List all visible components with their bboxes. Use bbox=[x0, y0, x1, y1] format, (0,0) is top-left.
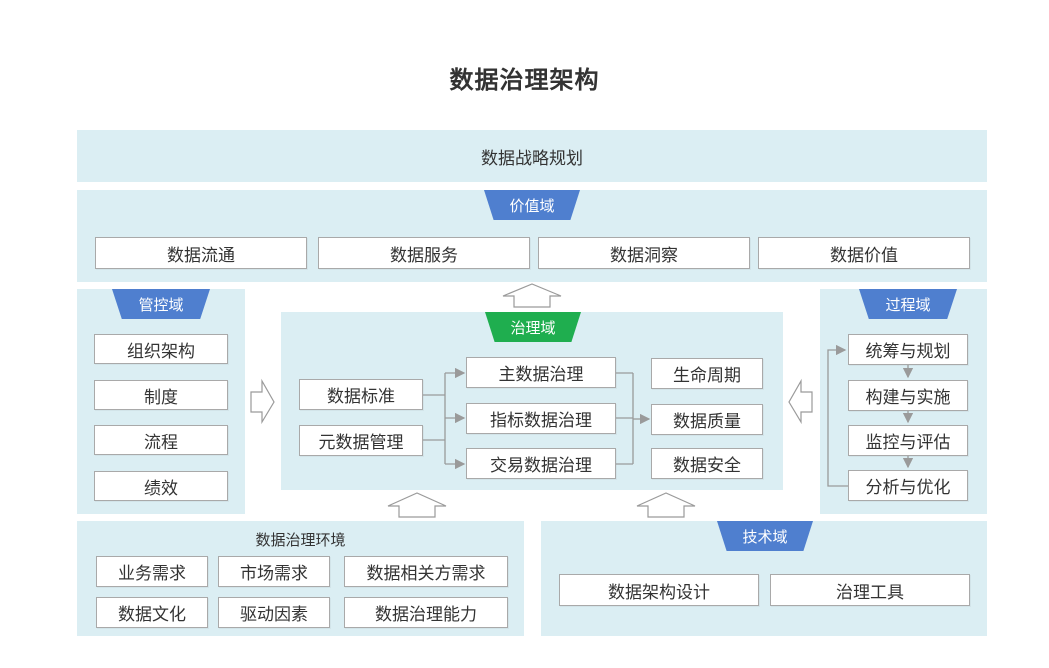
left-arrow-icon bbox=[788, 378, 813, 425]
tech-item: 数据架构设计 bbox=[559, 574, 759, 606]
control-item: 制度 bbox=[94, 380, 228, 410]
governance-middle-item: 指标数据治理 bbox=[466, 403, 616, 434]
process-item: 监控与评估 bbox=[848, 425, 968, 456]
value-item: 数据洞察 bbox=[538, 237, 750, 269]
governance-input-connectors bbox=[423, 367, 466, 470]
control-item: 流程 bbox=[94, 425, 228, 455]
governance-middle-item: 主数据治理 bbox=[466, 357, 616, 388]
strategy-label: 数据战略规划 bbox=[481, 148, 583, 169]
environment-item: 市场需求 bbox=[218, 556, 330, 587]
process-item: 分析与优化 bbox=[848, 470, 968, 501]
environment-item: 数据文化 bbox=[96, 597, 208, 628]
governance-middle-item: 交易数据治理 bbox=[466, 448, 616, 479]
up-arrow-icon bbox=[387, 492, 447, 518]
up-arrow-icon bbox=[636, 492, 696, 518]
governance-output-item: 数据安全 bbox=[651, 448, 763, 479]
control-item: 组织架构 bbox=[94, 334, 228, 364]
environment-item: 数据治理能力 bbox=[344, 597, 508, 628]
process-item: 统筹与规划 bbox=[848, 334, 968, 365]
tech-item: 治理工具 bbox=[770, 574, 970, 606]
right-arrow-icon bbox=[250, 378, 275, 425]
governance-output-item: 数据质量 bbox=[651, 404, 763, 435]
governance-input-item: 数据标准 bbox=[299, 379, 423, 410]
governance-output-connectors bbox=[616, 372, 651, 465]
environment-label: 数据治理环境 bbox=[255, 531, 346, 549]
page-title: 数据治理架构 bbox=[449, 66, 600, 94]
tech-domain-tag: 技术域 bbox=[717, 521, 813, 551]
process-connectors bbox=[827, 344, 914, 487]
strategy-panel bbox=[77, 130, 987, 182]
governance-output-item: 生命周期 bbox=[651, 358, 763, 389]
value-item: 数据服务 bbox=[318, 237, 530, 269]
environment-item: 业务需求 bbox=[96, 556, 208, 587]
governance-domain-tag: 治理域 bbox=[485, 312, 581, 342]
environment-item: 驱动因素 bbox=[218, 597, 330, 628]
process-item: 构建与实施 bbox=[848, 380, 968, 411]
environment-item: 数据相关方需求 bbox=[344, 556, 508, 587]
process-domain-tag: 过程域 bbox=[859, 289, 957, 319]
control-item: 绩效 bbox=[94, 471, 228, 501]
value-item: 数据价值 bbox=[758, 237, 970, 269]
control-domain-tag: 管控域 bbox=[112, 289, 210, 319]
value-domain-tag: 价值域 bbox=[484, 190, 580, 220]
value-item: 数据流通 bbox=[95, 237, 307, 269]
up-arrow-icon bbox=[502, 283, 562, 308]
governance-input-item: 元数据管理 bbox=[299, 425, 423, 456]
